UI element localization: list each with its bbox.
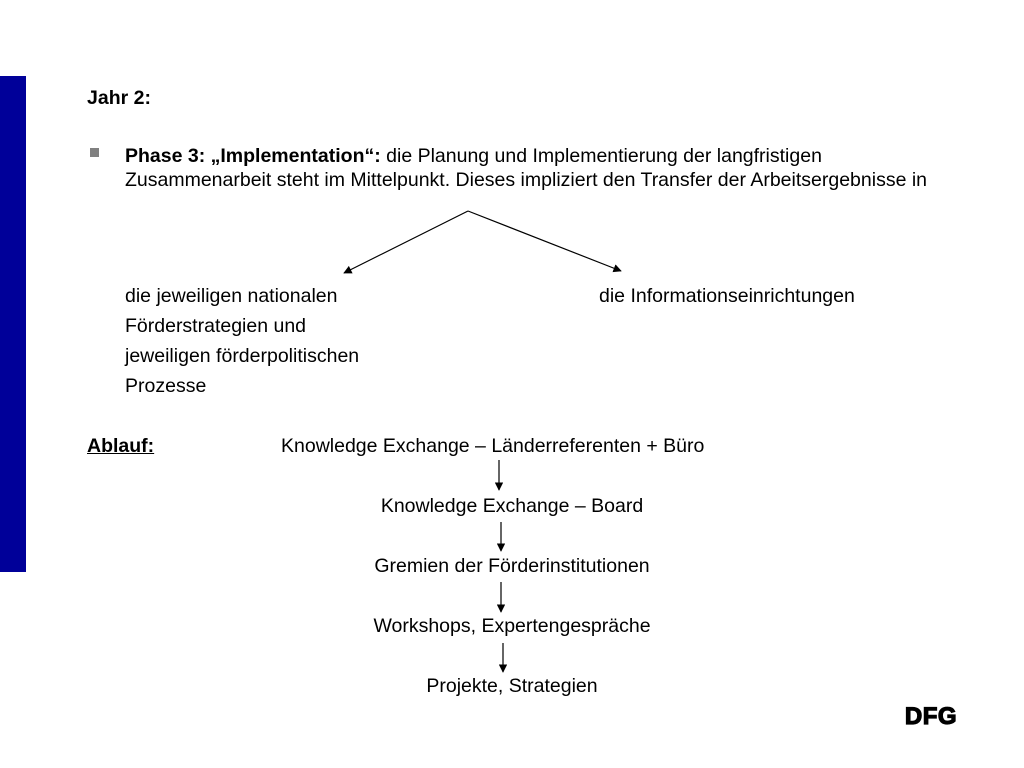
ablauf-label: Ablauf: (87, 435, 155, 457)
phase-label: Phase 3: „Implementation“: (125, 145, 381, 167)
branch-left-line-4: Prozesse (125, 375, 207, 397)
flow-step-2: Knowledge Exchange – Board (380, 495, 644, 517)
branch-left-line-3: jeweiligen förderpolitischen (125, 345, 360, 367)
branch-left-line-1: die jeweiligen nationalen (125, 285, 338, 307)
page-heading: Jahr 2: (87, 87, 151, 109)
branch-left-line-2: Förderstrategien und (125, 315, 307, 337)
branch-right-text: die Informationseinrichtungen (599, 285, 855, 307)
phase-text: die Planung und Implementierung der lang… (125, 145, 928, 191)
branch-arrow-left (343, 210, 469, 274)
phase-paragraph: Phase 3: „Implementation“: die Planung u… (125, 144, 965, 192)
flow-step-4: Workshops, Expertengespräche (373, 615, 651, 637)
flow-step-1: Knowledge Exchange – Länderreferenten + … (281, 435, 705, 457)
flow-step-3: Gremien der Förderinstitutionen (374, 555, 650, 577)
dfg-logo-text: DFG (905, 703, 957, 727)
sidebar-accent-bar (0, 76, 26, 572)
branch-arrow-right (467, 210, 622, 273)
flow-step-5: Projekte, Strategien (426, 675, 598, 697)
dfg-logo-icon: DFG (904, 703, 957, 727)
square-bullet-icon (90, 148, 99, 157)
